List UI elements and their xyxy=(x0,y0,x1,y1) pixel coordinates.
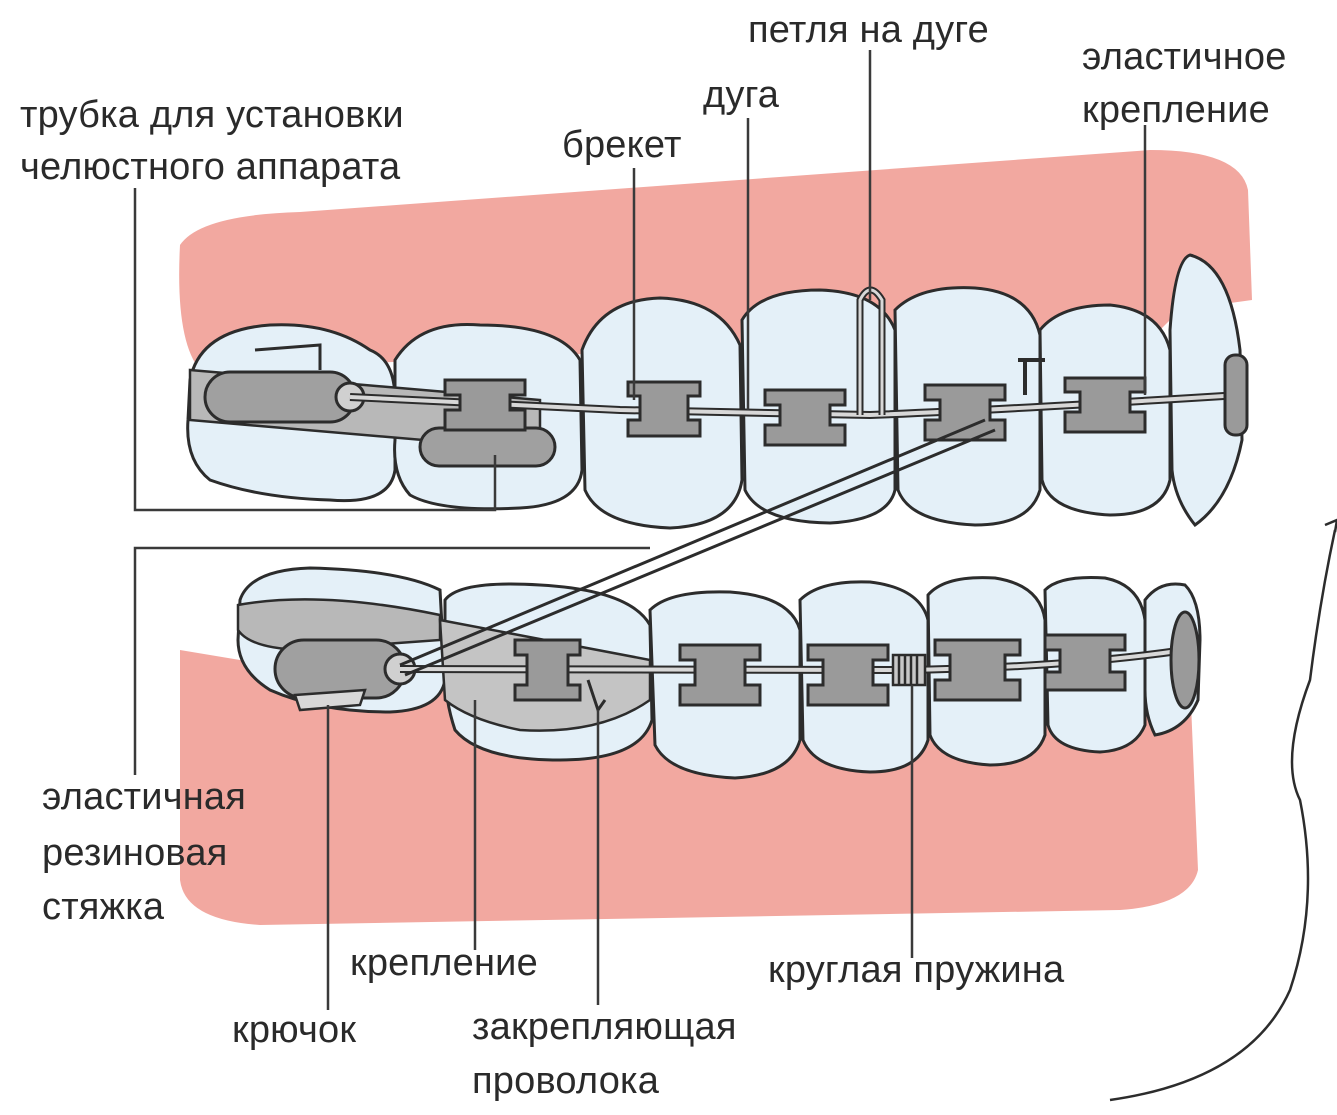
label-elastic-band-line2: резиновая xyxy=(42,828,227,878)
coil-spring xyxy=(893,655,925,685)
label-hook: крючок xyxy=(232,1005,356,1055)
upper-headgear-tube xyxy=(205,372,355,422)
label-attachment: крепление xyxy=(350,938,538,988)
label-loop: петля на дуге xyxy=(748,5,989,55)
label-elastic-band-line1: эластичная xyxy=(42,772,246,822)
label-ligature-line1: закрепляющая xyxy=(472,1002,737,1052)
label-tube-line1: трубка для установки xyxy=(20,90,404,140)
label-elastic-attachment-line1: эластичное xyxy=(1082,32,1287,82)
cable-line-tip xyxy=(1325,520,1337,532)
label-elastic-band-line3: стяжка xyxy=(42,882,164,932)
label-tube-line2: челюстного аппарата xyxy=(20,142,400,192)
label-ligature-line2: проволока xyxy=(472,1056,659,1106)
label-coil-spring: круглая пружина xyxy=(768,945,1064,995)
upper-bracket-2 xyxy=(628,382,700,436)
label-bracket: брекет xyxy=(562,120,682,170)
label-arch: дуга xyxy=(703,70,779,120)
upper-bracket-6 xyxy=(1225,355,1247,435)
lower-bracket-6 xyxy=(1171,612,1199,708)
label-elastic-attachment-line2: крепление xyxy=(1082,85,1270,135)
upper-auxiliary-tube xyxy=(420,428,555,466)
